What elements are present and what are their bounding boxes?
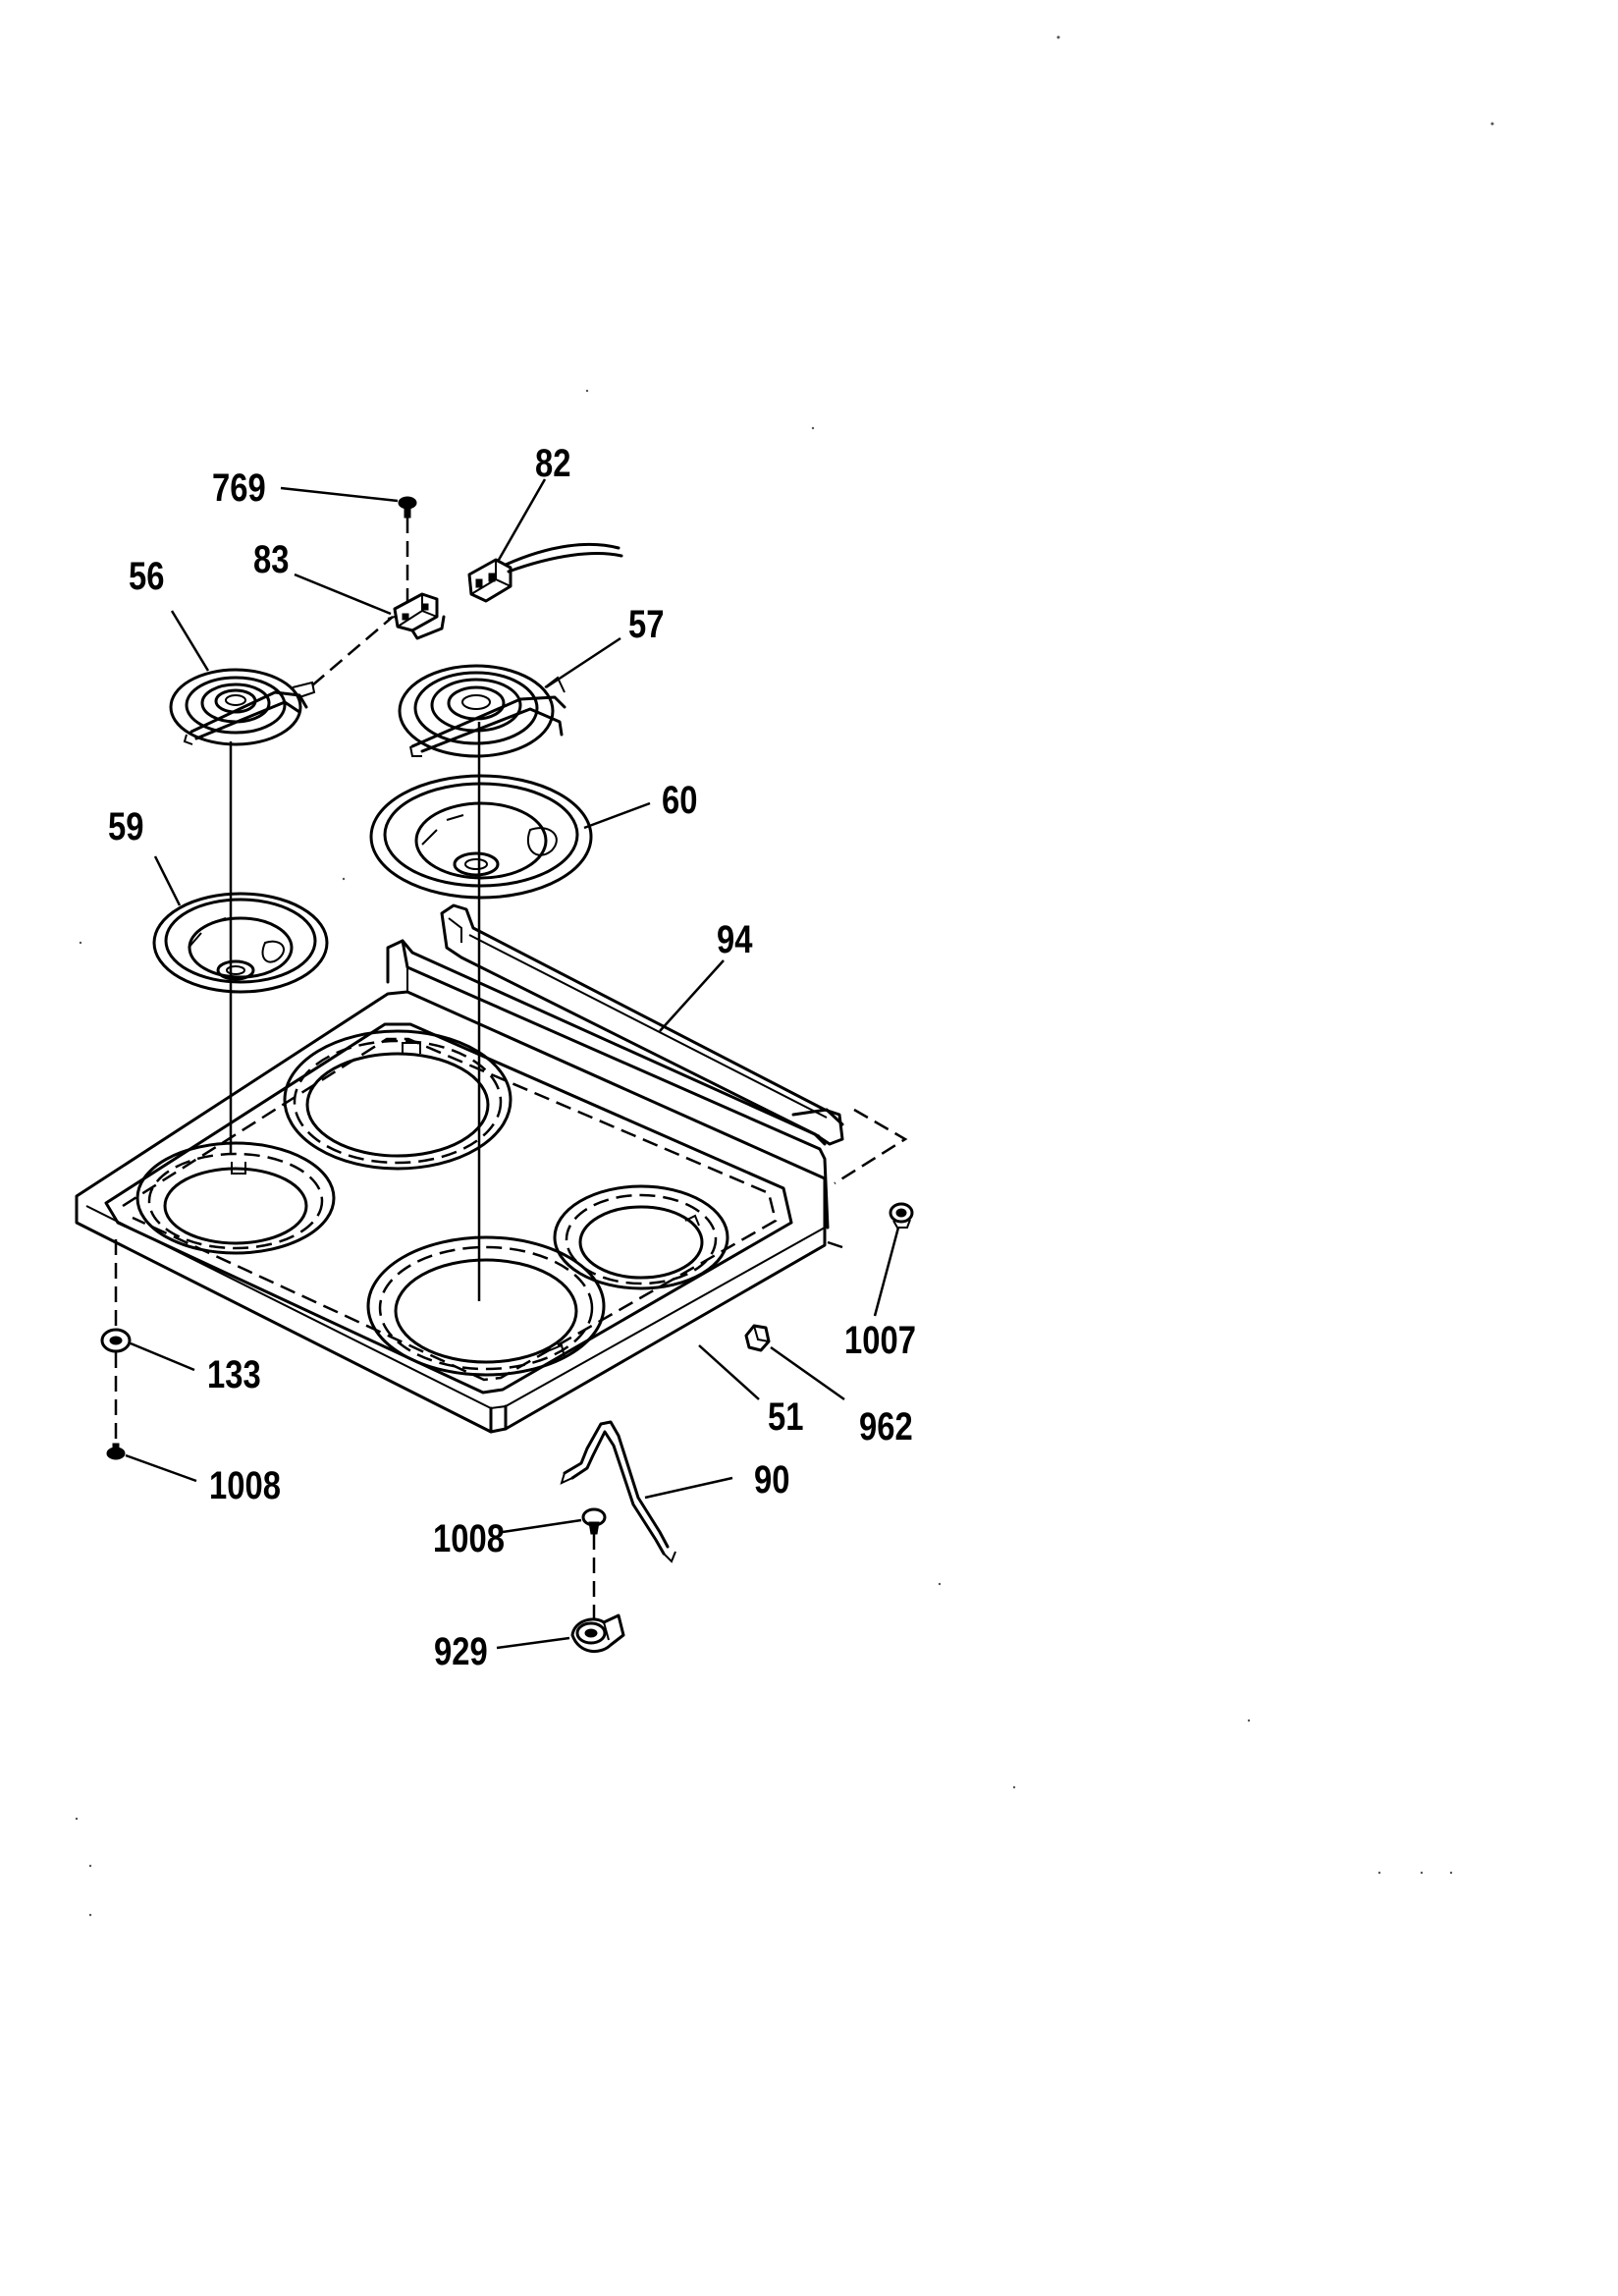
label-57: 57 — [628, 602, 664, 646]
wire-plug-82 — [467, 542, 623, 603]
leader-lines — [125, 478, 900, 1650]
label-56: 56 — [129, 554, 164, 598]
part-labels: 769 82 83 56 57 59 60 94 1007 133 51 962… — [108, 441, 916, 1673]
surface-unit-56 — [169, 668, 316, 746]
bracket-90 — [560, 1420, 676, 1563]
label-83: 83 — [253, 537, 289, 581]
drip-pan-59 — [152, 892, 329, 994]
surface-unit-57 — [398, 664, 566, 758]
label-769: 769 — [212, 465, 266, 510]
alignment-guide-right — [827, 1108, 908, 1249]
label-133: 133 — [207, 1352, 261, 1396]
label-82: 82 — [535, 441, 570, 485]
drip-pan-60 — [369, 774, 593, 900]
label-962: 962 — [859, 1404, 913, 1449]
label-1007: 1007 — [844, 1318, 916, 1362]
screw-1008-center — [581, 1507, 607, 1535]
label-51: 51 — [768, 1394, 803, 1439]
screw-1008-left — [106, 1443, 126, 1460]
screw-1007 — [889, 1202, 914, 1229]
burner-opening-right-front — [366, 1235, 606, 1377]
burner-opening-left-rear — [283, 1029, 512, 1171]
burner-opening-right-rear — [553, 1184, 729, 1290]
label-929: 929 — [434, 1629, 488, 1673]
label-1008-left: 1008 — [209, 1463, 281, 1507]
screw-769 — [398, 496, 417, 519]
washer-133 — [100, 1328, 132, 1353]
label-90: 90 — [754, 1457, 789, 1502]
burner-opening-left-front — [135, 1141, 336, 1255]
trim-bar — [440, 903, 844, 1146]
clip-962 — [744, 1324, 771, 1352]
label-59: 59 — [108, 804, 143, 848]
terminal-block-83 — [387, 592, 446, 640]
assembly-lines — [114, 518, 596, 1620]
label-60: 60 — [662, 778, 697, 822]
cooktop-main-top — [75, 939, 830, 1434]
clamp-929 — [570, 1613, 625, 1654]
scan-specks — [75, 35, 1494, 1917]
label-94: 94 — [717, 917, 753, 961]
label-1008-center: 1008 — [433, 1516, 505, 1560]
